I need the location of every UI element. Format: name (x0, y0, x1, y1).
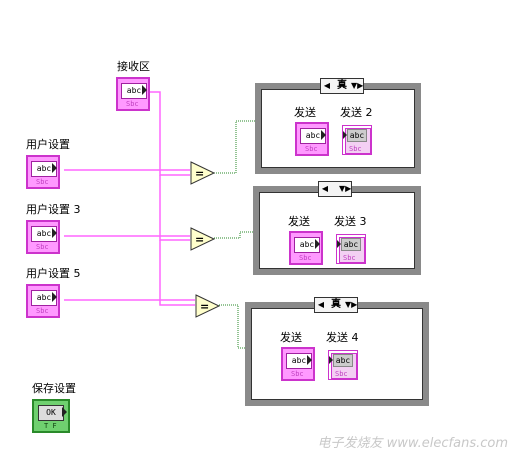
user-setting-1-control[interactable]: abc Sbc (26, 155, 60, 189)
ok-button[interactable]: OK (38, 405, 64, 421)
save-setting-label: 保存设置 (32, 382, 76, 395)
user1-abc: abc (31, 161, 57, 177)
send-label: 发送 (280, 331, 302, 344)
compare-triangle-icon (190, 161, 216, 185)
case-selector-2[interactable]: ◀ ▼▶ (318, 181, 352, 197)
output-terminal-icon (307, 355, 312, 365)
equal-compare-2[interactable]: = (190, 227, 216, 251)
watermark-logo: 电子发烧友 www.elecfans.com (317, 436, 508, 451)
tf-label: T F (44, 422, 57, 430)
case-selector-value: 真 (331, 299, 341, 310)
indicator-abc: abc (347, 129, 367, 142)
dropdown-arrow-icon[interactable]: ▼▶ (345, 300, 358, 309)
send-4-indicator: abc Sbc (328, 350, 358, 380)
decrement-arrow-icon[interactable]: ◀ (321, 184, 329, 193)
user5-abc: abc (31, 290, 57, 306)
compare-triangle-icon (190, 227, 216, 251)
indicator-abc: abc (333, 354, 353, 367)
receive-sub: Sbc (126, 100, 139, 108)
receive-string-control[interactable]: abc Sbc (116, 77, 150, 111)
output-terminal-icon (321, 130, 326, 140)
send-3-indicator: abc Sbc (336, 234, 366, 264)
dropdown-arrow-icon[interactable]: ▼▶ (351, 81, 364, 90)
send-sub: Sbc (299, 254, 312, 262)
indicator-sub: Sbc (349, 145, 362, 153)
output-terminal-icon (142, 85, 147, 95)
dropdown-arrow-icon[interactable]: ▼▶ (339, 184, 352, 193)
decrement-arrow-icon[interactable]: ◀ (317, 300, 325, 309)
wire-receive (150, 91, 190, 176)
send-control-2[interactable]: abc Sbc (289, 231, 323, 265)
send-sub: Sbc (305, 145, 318, 153)
user-setting-3-control[interactable]: abc Sbc (26, 220, 60, 254)
indicator-sub: Sbc (335, 370, 348, 378)
send-label: 发送 (294, 106, 316, 119)
receive-label: 接收区 (117, 60, 150, 73)
output-terminal-icon (52, 228, 57, 238)
receive-abc: abc (121, 83, 147, 99)
case-structure-1[interactable]: ◀ 真 ▼▶ 发送 发送 2 abc Sbc abc Sbc (255, 78, 421, 174)
input-terminal-icon (337, 240, 341, 248)
send-control-1[interactable]: abc Sbc (295, 122, 329, 156)
send-control-3[interactable]: abc Sbc (281, 347, 315, 381)
string-wires (64, 91, 195, 306)
case-structure-2[interactable]: ◀ ▼▶ 发送 发送 3 abc Sbc abc Sbc (253, 181, 421, 275)
bool-wires (214, 120, 258, 349)
indicator-sub: Sbc (343, 254, 356, 262)
user-setting-5-control[interactable]: abc Sbc (26, 284, 60, 318)
case-structure-3[interactable]: ◀ 真 ▼▶ 发送 发送 4 abc Sbc abc Sbc (245, 297, 429, 406)
send-out-label: 发送 4 (326, 331, 359, 344)
send-2-indicator: abc Sbc (342, 125, 372, 155)
user1-sub: Sbc (36, 178, 49, 186)
case-selector-1[interactable]: ◀ 真 ▼▶ (320, 78, 364, 94)
send-out-label: 发送 3 (334, 215, 367, 228)
input-terminal-icon (329, 356, 333, 364)
user5-sub: Sbc (36, 307, 49, 315)
input-terminal-icon (343, 131, 347, 139)
equal-compare-3[interactable]: = (195, 294, 221, 318)
equal-sign: = (195, 233, 204, 246)
compare-triangle-icon (195, 294, 221, 318)
send-sub: Sbc (291, 370, 304, 378)
decrement-arrow-icon[interactable]: ◀ (323, 81, 331, 90)
user3-sub: Sbc (36, 243, 49, 251)
equal-sign: = (200, 300, 209, 313)
output-terminal-icon (315, 239, 320, 249)
send-label: 发送 (288, 215, 310, 228)
case-selector-3[interactable]: ◀ 真 ▼▶ (314, 297, 358, 313)
output-terminal-icon (52, 292, 57, 302)
output-terminal-icon (62, 407, 67, 417)
equal-sign: = (195, 167, 204, 180)
save-setting-boolean-control[interactable]: OK T F (32, 399, 70, 433)
indicator-abc: abc (341, 238, 361, 251)
send-out-label: 发送 2 (340, 106, 373, 119)
equal-compare-1[interactable]: = (190, 161, 216, 185)
case-selector-value: 真 (337, 80, 347, 91)
user-setting-5-label: 用户设置 5 (26, 267, 81, 280)
user-setting-3-label: 用户设置 3 (26, 203, 81, 216)
user-setting-1-label: 用户设置 (26, 138, 70, 151)
output-terminal-icon (52, 163, 57, 173)
